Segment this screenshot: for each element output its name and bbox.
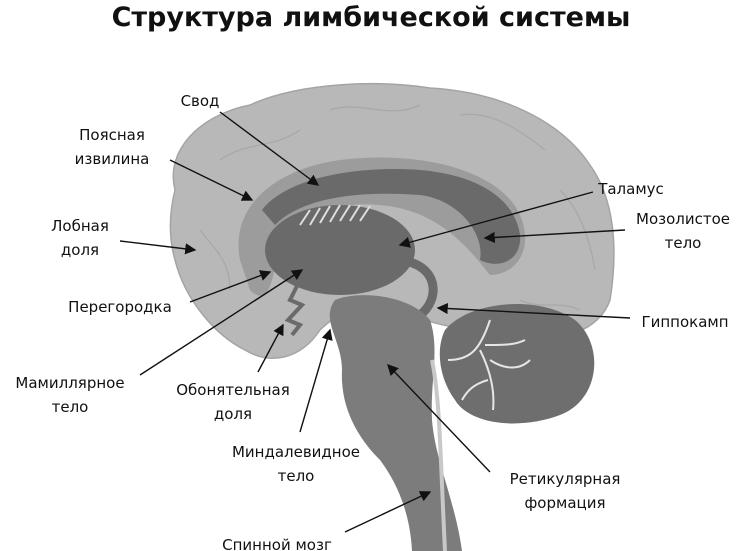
label-olfactory-1: Обонятельная — [176, 381, 289, 399]
brainstem — [329, 295, 462, 551]
corpus-callosum — [262, 169, 521, 264]
label-cingulate-2: извилина — [75, 150, 150, 168]
label-mammillary-2: тело — [52, 398, 89, 416]
label-olfactory-2: доля — [214, 405, 252, 423]
label-corpus-callosum-2: тело — [665, 234, 702, 252]
septum — [284, 279, 306, 337]
label-frontal-1: Лобная — [51, 217, 109, 235]
fornix — [296, 255, 438, 323]
label-spinal-cord: Спинной мозг — [222, 536, 332, 551]
label-reticular-2: формация — [524, 494, 605, 512]
label-reticular-1: Ретикулярная — [510, 470, 621, 488]
label-svod: Свод — [181, 92, 220, 110]
label-corpus-callosum-1: Мозолистое — [636, 210, 730, 228]
label-septum: Перегородка — [68, 298, 172, 316]
thalamus — [265, 205, 415, 295]
label-thalamus: Таламус — [597, 180, 664, 198]
cerebellum — [439, 303, 595, 424]
label-frontal-2: доля — [61, 241, 99, 259]
label-amygdala-2: тело — [278, 467, 315, 485]
label-mammillary-1: Мамиллярное — [15, 374, 124, 392]
label-hippocampus: Гиппокамп — [641, 313, 728, 331]
diagram-title: Структура лимбической системы — [111, 2, 631, 33]
label-amygdala-1: Миндалевидное — [232, 443, 360, 461]
label-cingulate-1: Поясная — [79, 126, 145, 144]
